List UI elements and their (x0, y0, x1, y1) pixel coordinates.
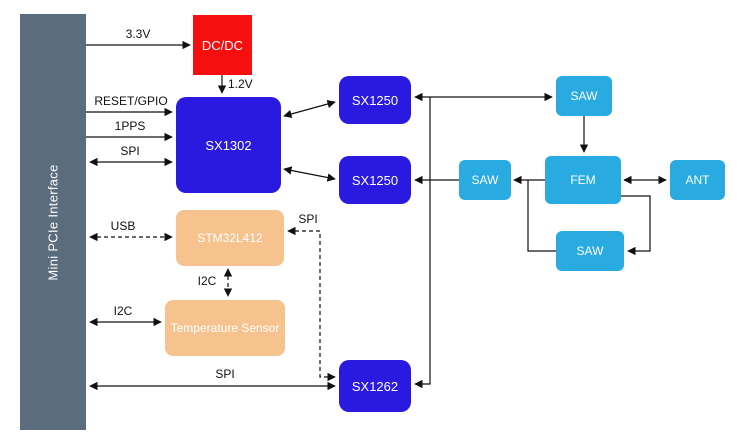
label-1pps: 1PPS (114, 119, 146, 133)
label-spi-sx1262: SPI (215, 367, 235, 381)
label-i2c-mcu: I2C (197, 274, 217, 288)
sx1250-top-block: SX1250 (339, 76, 411, 124)
sx1262-block: SX1262 (339, 360, 411, 412)
label-1v2: 1.2V (228, 77, 253, 91)
stm32-label: STM32L412 (197, 231, 263, 245)
edge-fem-saw-bottom (620, 195, 651, 256)
saw-top-block: SAW (556, 76, 612, 116)
label-spi-host: SPI (120, 144, 140, 158)
stm32-block: STM32L412 (176, 210, 284, 266)
ant-label: ANT (685, 173, 710, 187)
sx1302-label: SX1302 (205, 137, 252, 153)
temperature-sensor-block: Temperature Sensor (165, 300, 285, 356)
saw-mid-label: SAW (471, 173, 499, 187)
label-reset-gpio: RESET/GPIO (94, 94, 168, 108)
ant-block: ANT (670, 160, 725, 200)
label-spi-mcu: SPI (298, 212, 318, 226)
sx1250-top-label: SX1250 (351, 92, 399, 108)
saw-bottom-label: SAW (576, 244, 604, 258)
label-3v3: 3.3V (125, 27, 151, 41)
saw-top-label: SAW (570, 89, 598, 103)
sx1250-bottom-block: SX1250 (339, 156, 411, 204)
saw-mid-block: SAW (459, 160, 511, 200)
dcdc-block: DC/DC (193, 15, 252, 75)
edge-rf-bus (414, 97, 431, 389)
saw-bottom-block: SAW (556, 231, 624, 271)
edge-sx1302-sx1250-bottom (283, 166, 336, 182)
edge-sx1302-sx1250-top (283, 99, 336, 119)
dcdc-label: DC/DC (201, 37, 244, 53)
edge-saw-bottom-left (527, 180, 556, 252)
fem-label: FEM (570, 173, 596, 187)
edge-spi-mcu (287, 226, 336, 382)
sx1262-label: SX1262 (351, 378, 399, 394)
mini-pcie-interface-label: Mini PCIe Interface (45, 163, 61, 281)
mini-pcie-interface-block: Mini PCIe Interface (20, 14, 86, 430)
label-i2c-host: I2C (113, 304, 133, 318)
sx1302-block: SX1302 (176, 97, 281, 193)
sx1250-bottom-label: SX1250 (351, 172, 399, 188)
label-usb: USB (110, 219, 136, 233)
fem-block: FEM (545, 156, 621, 204)
temperature-sensor-label: Temperature Sensor (170, 321, 280, 335)
